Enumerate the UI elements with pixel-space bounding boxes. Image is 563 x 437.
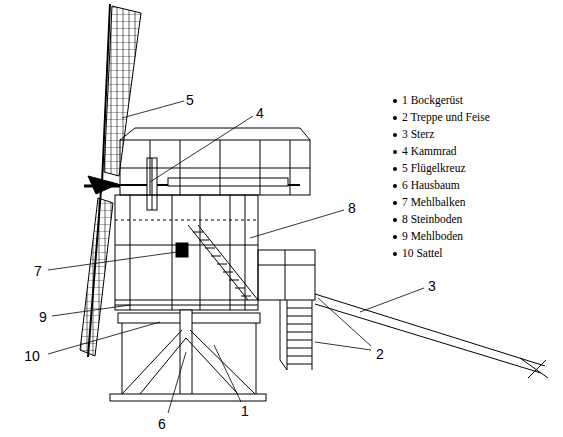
callout-number: 6 [157,417,167,431]
legend-entry: 5 Flügelkreuz [402,163,466,175]
callout-number: 7 [33,264,43,278]
sail-cross [80,4,141,357]
legend-entry: 3 Sterz [402,129,434,141]
list-bullets [393,99,397,256]
callout-number: 9 [38,310,48,324]
porch-stairs [258,250,315,370]
upper-deck [120,128,310,195]
legend-entry: 1 Bockgerüst [402,95,463,107]
callout-number: 4 [255,106,265,120]
callout-number: 8 [347,201,357,215]
legend-entry: 10 Sattel [402,248,443,260]
callout-number: 2 [375,347,385,361]
legend-entry: 4 Kammrad [402,146,457,158]
tail-pole [315,294,548,378]
leader-lines [48,101,424,413]
legend-entry: 9 Mehlboden [402,231,463,243]
legend-entry: 2 Treppe und Feise [402,112,490,124]
mill-body [115,195,258,310]
callout-number: 3 [427,279,437,293]
callout-number: 10 [23,349,41,363]
legend-entry: 7 Mehlbalken [402,197,466,209]
wind-shaft [118,158,300,210]
legend-entry: 8 Steinboden [402,214,462,226]
legend-entry: 6 Hausbaum [402,180,460,192]
callout-number: 5 [185,93,195,107]
callout-number: 1 [240,404,250,418]
trestle [110,310,266,401]
